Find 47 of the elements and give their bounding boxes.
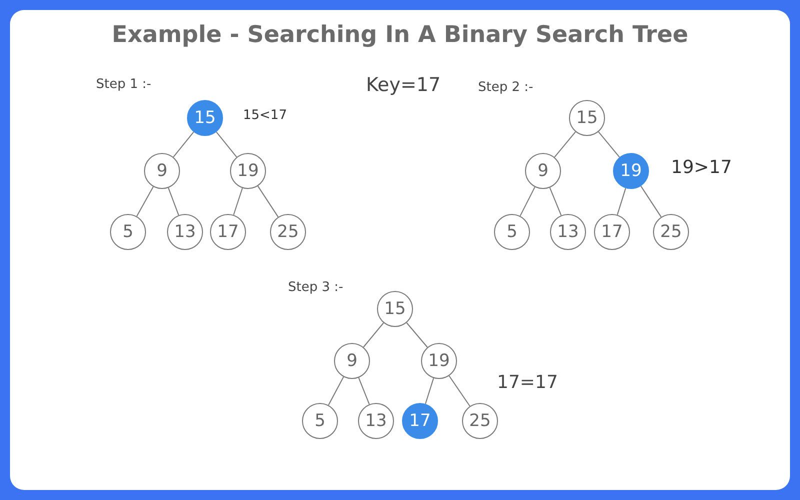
tree-edge (616, 188, 626, 216)
tree-edge (136, 186, 154, 217)
node-value: 15 (194, 108, 216, 128)
step-label: Step 1 :- (96, 77, 152, 92)
comparison-text: 19>17 (671, 157, 732, 178)
step-label: Step 2 :- (478, 80, 534, 95)
node-value: 19 (237, 161, 259, 181)
tree-edge (549, 187, 562, 216)
tree-edge (362, 322, 384, 348)
tree-edge (424, 378, 434, 404)
node-value: 17 (601, 222, 623, 242)
tree-edge (168, 187, 180, 216)
node-value: 15 (576, 108, 598, 128)
tree-edge (358, 377, 370, 405)
node-value: 5 (506, 222, 518, 242)
tree-edge (233, 188, 243, 216)
node-value: 13 (365, 411, 387, 431)
tree-edge (448, 375, 470, 407)
node-value: 5 (122, 222, 134, 242)
tree-edge (640, 186, 662, 218)
node-value: 17 (409, 411, 431, 431)
comparison-text: 15<17 (243, 108, 287, 124)
node-value: 25 (277, 222, 299, 242)
step-label: Step 3 :- (288, 280, 344, 295)
node-value: 13 (174, 222, 196, 242)
node-value: 17 (217, 222, 239, 242)
node-value: 9 (346, 351, 358, 371)
node-value: 19 (428, 351, 450, 371)
tree-edge (554, 131, 576, 158)
search-key: Key=17 (366, 74, 441, 96)
node-value: 25 (469, 411, 491, 431)
node-value: 9 (156, 161, 168, 181)
tree-edge (520, 186, 536, 216)
tree-edge (406, 322, 428, 348)
node-value: 5 (314, 411, 326, 431)
node-value: 19 (620, 161, 642, 181)
comparison-text: 17=17 (497, 372, 558, 393)
node-value: 13 (557, 222, 579, 242)
tree-edge (172, 131, 194, 158)
tree-edge (598, 131, 620, 158)
node-value: 9 (538, 161, 548, 181)
tree-edge (216, 131, 238, 158)
tree-edge (328, 376, 344, 406)
node-value: 25 (660, 222, 682, 242)
node-value: 15 (384, 299, 406, 319)
title: Example - Searching In A Binary Search Tree (110, 22, 690, 48)
tree-edge (257, 186, 279, 218)
